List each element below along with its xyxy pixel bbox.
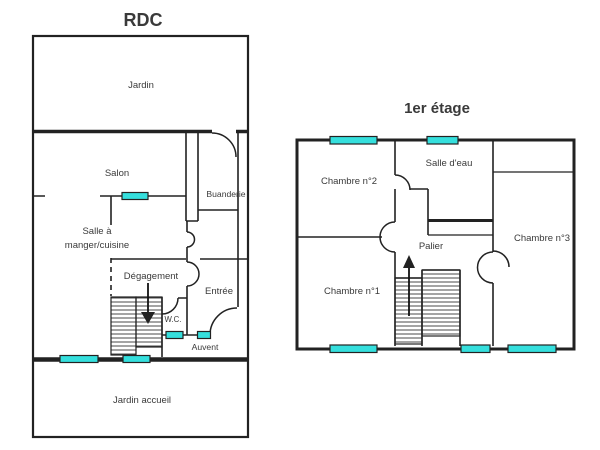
room-label-salle-eau: Salle d'eau bbox=[426, 158, 473, 169]
window bbox=[196, 330, 212, 340]
room-label-salon: Salon bbox=[105, 168, 129, 179]
window bbox=[122, 354, 151, 364]
room-label-chambre1: Chambre n°1 bbox=[324, 286, 380, 297]
room-label-salle-a-manger-line1: Salle à bbox=[82, 226, 112, 237]
rdc-stairs-down-arrow bbox=[141, 312, 155, 324]
rdc-outer-wall bbox=[31, 34, 250, 439]
room-label-degagement: Dégagement bbox=[124, 271, 179, 282]
window bbox=[329, 344, 378, 354]
etage-title: 1er étage bbox=[404, 100, 470, 117]
window bbox=[460, 344, 491, 354]
room-label-chambre2: Chambre n°2 bbox=[321, 176, 377, 187]
room-label-entree: Entrée bbox=[205, 286, 233, 297]
window bbox=[426, 135, 459, 145]
room-label-salle-a-manger-line2: manger/cuisine bbox=[65, 240, 129, 251]
window bbox=[121, 191, 149, 201]
floor-plan-rdc: RDC Jardin Salon Buanderie Salle à mange… bbox=[31, 10, 250, 439]
room-label-wc: W.C. bbox=[165, 315, 182, 324]
floor-plan-1er-etage: 1er étage Chambre n°2 Salle d'eau Chambr… bbox=[295, 100, 576, 354]
room-label-buanderie: Buanderie bbox=[206, 189, 245, 199]
window bbox=[165, 330, 184, 340]
etage-closet-lines bbox=[428, 171, 574, 236]
window bbox=[329, 135, 378, 145]
etage-stairs-up-arrow bbox=[403, 255, 415, 268]
rdc-title: RDC bbox=[124, 10, 163, 30]
window bbox=[507, 344, 557, 354]
room-label-palier: Palier bbox=[419, 241, 443, 252]
room-label-jardin: Jardin bbox=[128, 80, 154, 91]
room-label-auvent: Auvent bbox=[192, 342, 219, 352]
etage-stairs-right-flight bbox=[421, 269, 461, 337]
window bbox=[59, 354, 99, 364]
room-label-chambre3: Chambre n°3 bbox=[514, 233, 570, 244]
rdc-stairs-left-flight bbox=[110, 296, 137, 356]
etage-door-arcs bbox=[379, 174, 510, 284]
rdc-door-arcs bbox=[161, 132, 238, 336]
room-label-jardin-accueil: Jardin accueil bbox=[113, 395, 171, 406]
